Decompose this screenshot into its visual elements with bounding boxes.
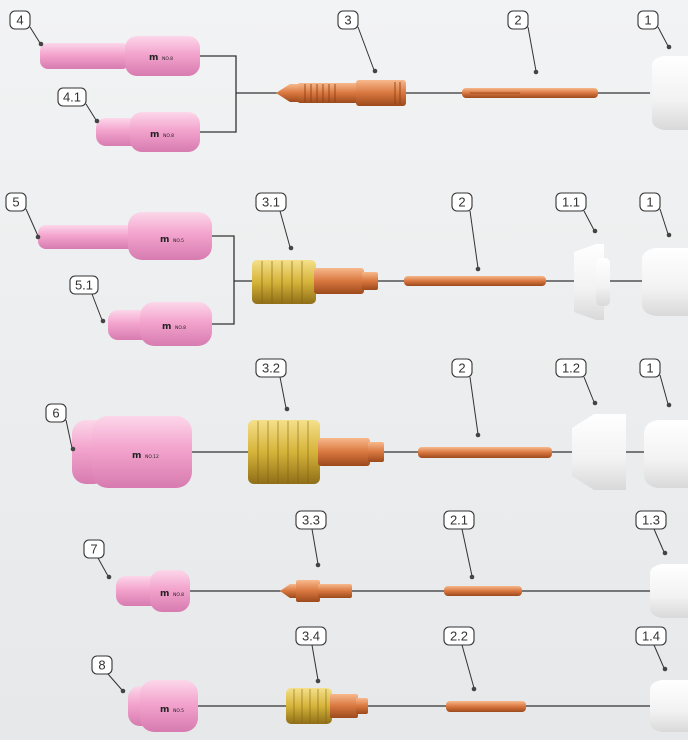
callout-1-4: 1.4 bbox=[635, 626, 668, 672]
callout-3-1: 3.1 bbox=[255, 192, 294, 251]
svg-text:5: 5 bbox=[12, 195, 19, 210]
collet-2-2 bbox=[446, 701, 526, 712]
callout-2: 2 bbox=[451, 358, 481, 438]
svg-text:1: 1 bbox=[646, 195, 653, 210]
callout-3-4: 3.4 bbox=[295, 626, 327, 684]
svg-text:2.1: 2.1 bbox=[450, 513, 468, 528]
gas-lens-3-2 bbox=[248, 420, 384, 484]
collet-body-3-3 bbox=[280, 580, 352, 602]
callout-1-3: 1.3 bbox=[635, 510, 668, 556]
ceramic-nozzle-7: m NO.8 bbox=[116, 570, 190, 612]
callout-1: 1 bbox=[639, 358, 672, 408]
callout-4-1: 4.1 bbox=[57, 87, 100, 124]
callout-8: 8 bbox=[91, 655, 126, 694]
callout-3: 3 bbox=[337, 10, 378, 74]
svg-text:2.2: 2.2 bbox=[450, 629, 468, 644]
nozzle-size: NO.8 bbox=[163, 133, 174, 139]
callout-2: 2 bbox=[507, 10, 539, 75]
ceramic-nozzle-4: m NO.8 bbox=[40, 36, 200, 76]
nozzle-size: NO.5 bbox=[173, 708, 184, 714]
back-cap-1-4 bbox=[650, 680, 688, 732]
svg-text:3: 3 bbox=[344, 13, 351, 28]
svg-text:4.1: 4.1 bbox=[63, 90, 81, 105]
collet-2 bbox=[418, 447, 552, 458]
svg-text:1.4: 1.4 bbox=[642, 629, 660, 644]
nozzle-size: NO.8 bbox=[162, 56, 173, 62]
row-3: m NO.12 6 3.2 bbox=[45, 358, 688, 490]
svg-text:2: 2 bbox=[458, 361, 465, 376]
gas-lens-3-4 bbox=[286, 688, 368, 724]
callout-5: 5 bbox=[5, 192, 41, 240]
back-cap-1 bbox=[652, 56, 688, 130]
callout-6: 6 bbox=[45, 403, 76, 452]
row-5: m NO.5 8 3.4 bbox=[91, 626, 688, 732]
nozzle-size: NO.5 bbox=[173, 238, 184, 244]
nozzle-brand: m bbox=[160, 705, 169, 715]
callout-3-2: 3.2 bbox=[255, 358, 290, 412]
callout-1-1: 1.1 bbox=[555, 192, 598, 234]
svg-text:1.2: 1.2 bbox=[562, 361, 580, 376]
callout-5-1: 5.1 bbox=[69, 275, 106, 324]
row-4: m NO.8 7 3.3 2.1 bbox=[83, 510, 688, 618]
ceramic-nozzle-6: m NO.12 bbox=[72, 416, 192, 488]
callout-2-2: 2.2 bbox=[443, 626, 477, 692]
nozzle-brand: m bbox=[160, 235, 169, 245]
callout-1-2: 1.2 bbox=[555, 358, 598, 406]
svg-text:1.3: 1.3 bbox=[642, 513, 660, 528]
svg-text:8: 8 bbox=[98, 658, 105, 673]
callout-1: 1 bbox=[639, 192, 672, 238]
svg-text:1: 1 bbox=[646, 361, 653, 376]
nozzle-brand: m bbox=[162, 322, 171, 332]
nozzle-size: NO.8 bbox=[173, 592, 184, 598]
connector-line bbox=[200, 55, 237, 133]
svg-text:1.1: 1.1 bbox=[562, 195, 580, 210]
ceramic-nozzle-5-1: m NO.8 bbox=[108, 302, 212, 346]
svg-text:3.4: 3.4 bbox=[302, 629, 320, 644]
ceramic-nozzle-5: m NO.5 bbox=[38, 212, 212, 260]
insulator-1-1 bbox=[574, 244, 610, 320]
back-cap-1 bbox=[644, 420, 688, 488]
svg-text:7: 7 bbox=[90, 542, 97, 557]
svg-text:5.1: 5.1 bbox=[75, 278, 93, 293]
row-2: m NO.5 m NO.8 bbox=[5, 192, 688, 346]
nozzle-size: NO.12 bbox=[145, 454, 159, 460]
callout-2-1: 2.1 bbox=[443, 510, 475, 580]
nozzle-brand: m bbox=[150, 130, 159, 140]
callout-7: 7 bbox=[83, 539, 112, 580]
svg-text:2: 2 bbox=[514, 13, 521, 28]
collet-2 bbox=[404, 276, 546, 286]
svg-text:6: 6 bbox=[52, 406, 59, 421]
callout-2: 2 bbox=[451, 192, 481, 272]
callout-3-3: 3.3 bbox=[295, 510, 327, 568]
insulator-1-2 bbox=[572, 414, 626, 490]
gas-lens-3-1 bbox=[252, 260, 378, 304]
svg-text:3.2: 3.2 bbox=[262, 361, 280, 376]
nozzle-brand: m bbox=[160, 589, 169, 599]
ceramic-nozzle-4-1: m NO.8 bbox=[96, 112, 200, 152]
callout-1: 1 bbox=[637, 10, 672, 50]
ceramic-nozzle-8: m NO.5 bbox=[128, 680, 198, 732]
svg-text:2: 2 bbox=[458, 195, 465, 210]
collet-2-1 bbox=[444, 586, 522, 596]
svg-text:4: 4 bbox=[16, 13, 23, 28]
connector-line bbox=[212, 235, 235, 325]
back-cap-1 bbox=[642, 248, 688, 316]
svg-text:1: 1 bbox=[644, 13, 651, 28]
svg-text:3.3: 3.3 bbox=[302, 513, 320, 528]
nozzle-brand: m bbox=[132, 451, 141, 461]
callout-4: 4 bbox=[9, 10, 44, 47]
nozzle-size: NO.8 bbox=[175, 325, 186, 331]
svg-text:3.1: 3.1 bbox=[262, 195, 280, 210]
collet-2 bbox=[462, 88, 598, 98]
row-1: m NO.8 m NO.8 bbox=[9, 10, 688, 152]
nozzle-brand: m bbox=[149, 53, 158, 63]
collet-body-3 bbox=[276, 80, 406, 106]
back-cap-1-3 bbox=[650, 564, 688, 618]
